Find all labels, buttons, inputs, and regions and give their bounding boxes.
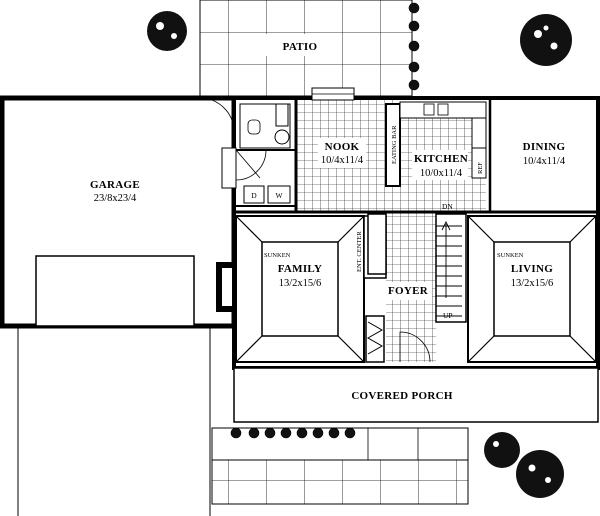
family-dims: 13/2x15/6 <box>279 278 322 289</box>
tree-top-right <box>520 14 572 66</box>
ent-center-label: ENT. CENTER <box>356 231 363 272</box>
living-sunken-label: SUNKEN <box>497 252 524 259</box>
kitchen-dims: 10/0x11/4 <box>420 168 463 179</box>
driveway <box>17 328 211 516</box>
dining-label: DINING <box>523 141 566 153</box>
stair-up-label: UP <box>443 311 453 320</box>
living-label: LIVING <box>511 263 553 275</box>
nook-dims: 10/4x11/4 <box>321 155 364 166</box>
nook-label: NOOK <box>325 141 360 153</box>
eating-bar-label: EATING BAR <box>391 125 398 164</box>
porch-label: COVERED PORCH <box>351 390 453 402</box>
stair-treads <box>436 225 462 317</box>
living-room: SUNKEN LIVING 13/2x15/6 <box>467 215 597 363</box>
dryer-label: D <box>251 191 257 200</box>
ref-label: REF <box>477 162 484 174</box>
toilet-icon <box>274 129 290 145</box>
tree-top-left <box>147 11 187 51</box>
family-sunken-label: SUNKEN <box>264 252 291 259</box>
kitchen: EATING BAR REF KITCHEN 10/0x11/4 <box>385 101 487 187</box>
patio-shrubs <box>408 2 420 91</box>
garage-label: GARAGE <box>90 179 140 191</box>
dining: DINING 10/4x11/4 <box>488 100 566 212</box>
washer-label: W <box>275 191 283 200</box>
tree-bottom-right-small <box>484 432 520 468</box>
kitchen-label: KITCHEN <box>414 153 468 165</box>
garage: GARAGE 23/8x23/4 <box>0 95 237 329</box>
family-label: FAMILY <box>278 263 323 275</box>
nook: NOOK 10/4x11/4 <box>318 138 366 168</box>
nook-patio-door <box>311 87 355 101</box>
hedge-row <box>230 427 356 439</box>
dining-dims: 10/4x11/4 <box>523 156 566 167</box>
covered-porch: COVERED PORCH <box>233 367 599 423</box>
garage-dims: 23/8x23/4 <box>94 193 137 204</box>
living-dims: 13/2x15/6 <box>511 278 554 289</box>
family-room: SUNKEN FAMILY 13/2x15/6 ENT. CENTER <box>216 215 387 363</box>
tree-bottom-right-large <box>516 450 564 498</box>
foyer-label: FOYER <box>388 285 429 297</box>
patio-label: PATIO <box>283 41 318 53</box>
laundry-area: D W <box>221 100 298 212</box>
patio: PATIO <box>199 0 413 97</box>
foyer: DN UP FOYER <box>365 202 467 363</box>
front-walkway <box>211 427 469 505</box>
stair-down-label: DN <box>442 202 453 211</box>
